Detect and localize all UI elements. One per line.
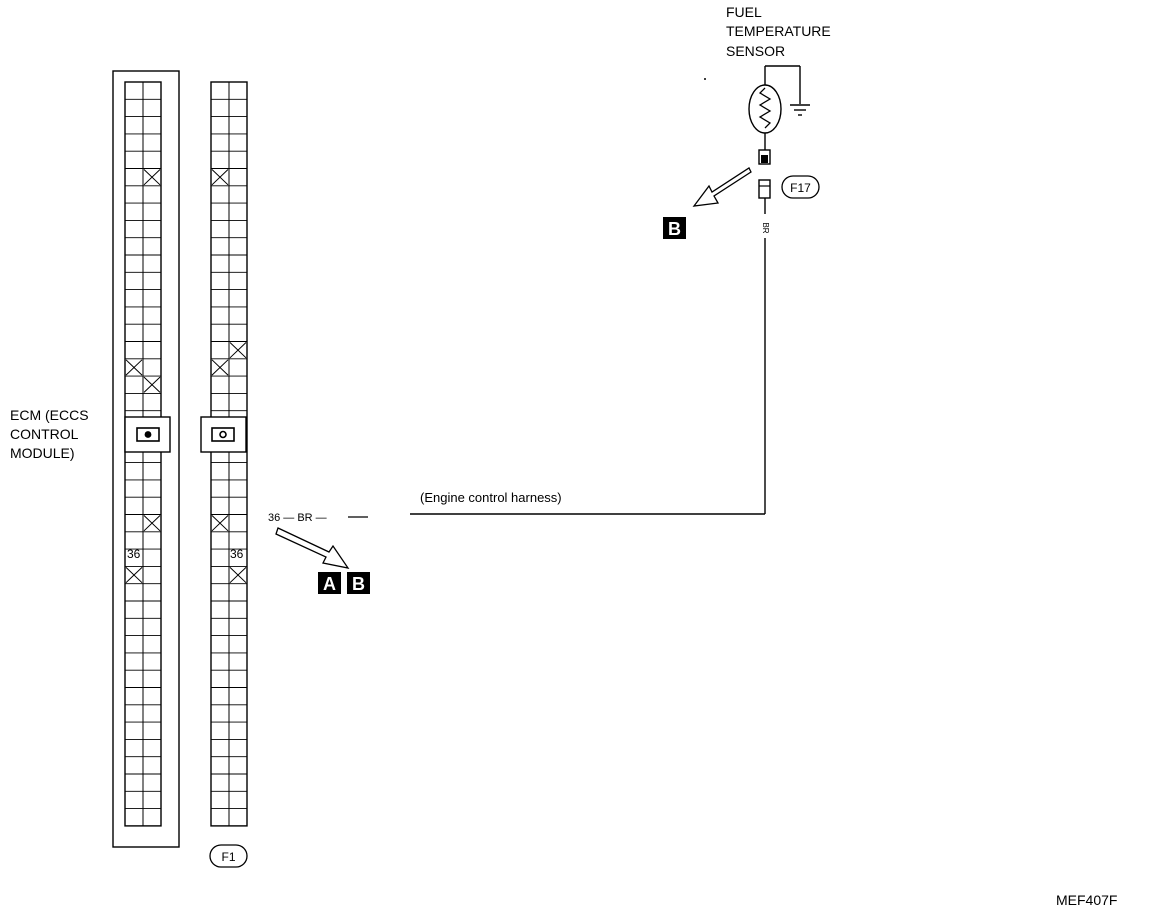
f17-connector-id: F17 (790, 181, 811, 195)
ecm-label: ECM (ECCS CONTROL MODULE) (10, 407, 89, 461)
sensor-title-line-2: TEMPERATURE (726, 23, 831, 39)
harness-name: (Engine control harness) (420, 490, 562, 505)
sensor-callout-arrow-icon (692, 167, 752, 207)
sensor-connector-female (758, 179, 771, 199)
blanked-terminal-icon (211, 169, 229, 186)
thermistor-icon (748, 84, 782, 134)
ecm-latch (124, 416, 171, 453)
f1-connector-id: F1 (221, 850, 235, 864)
blanked-terminal-icon (229, 567, 247, 584)
blanked-terminal-icon (143, 169, 161, 186)
callout-b-letter-bottom: B (352, 574, 365, 594)
ground-icon (790, 104, 810, 116)
f1-pin-36-label: 36 (230, 547, 244, 561)
fuel-temperature-sensor: FUEL TEMPERATURE SENSOR BR F17 (663, 4, 831, 239)
ecm-label-line-1: ECM (ECCS (10, 407, 89, 423)
blanked-terminal-icon (143, 515, 161, 532)
sensor-title-line-1: FUEL (726, 4, 762, 20)
blanked-terminal-icon (125, 567, 143, 584)
ecm-terminal-grid (124, 81, 162, 827)
ecm-label-line-3: MODULE) (10, 445, 75, 461)
callout-b-letter-top: B (668, 219, 681, 239)
sensor-wire-color: BR (761, 222, 770, 233)
sensor-title-line-3: SENSOR (726, 43, 785, 59)
callout-a-letter: A (323, 574, 336, 594)
ecm-pin-36-label: 36 (127, 547, 141, 561)
f1-connector-tag (209, 844, 248, 868)
callout-b-box-bottom: B (347, 572, 370, 594)
ecm-label-line-2: CONTROL (10, 426, 79, 442)
ecm-connector-housing: 36 (112, 70, 180, 848)
f1-connector: 36 F1 (200, 81, 248, 868)
f1-terminal-grid (210, 81, 248, 827)
scan-speck (704, 78, 706, 80)
f17-connector-tag (781, 175, 820, 199)
f1-latch-ring-icon (219, 430, 227, 439)
harness: 36 — BR — (Engine control harness) (268, 238, 766, 569)
ecm-latch-dot-icon (144, 431, 152, 438)
blanked-terminal-icon (229, 342, 247, 359)
blanked-terminal-icon (143, 376, 161, 393)
blanked-terminal-icon (211, 515, 229, 532)
callout-b-box-top: B (663, 217, 686, 239)
harness-terminal-label: 36 — BR — (268, 512, 327, 524)
callout-a-box: A (318, 572, 341, 594)
callout-arrow-icon (275, 527, 350, 569)
blanked-terminal-icon (211, 359, 229, 376)
blanked-terminal-icon (125, 359, 143, 376)
figure-code: MEF407F (1056, 892, 1117, 908)
